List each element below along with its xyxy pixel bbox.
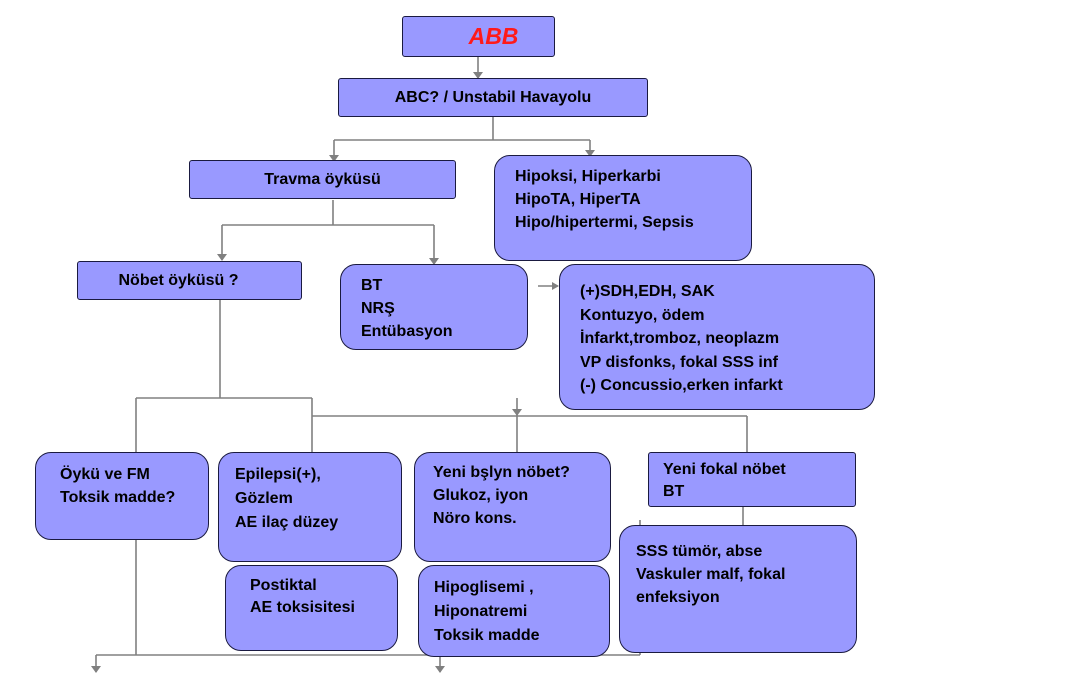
connector-abc-split bbox=[333, 117, 591, 160]
node-epilepsi-line-2: Gözlem bbox=[235, 490, 293, 507]
node-epilepsi: Epilepsi(+), Gözlem AE ilaç düzey bbox=[218, 452, 402, 562]
node-yeni-fokal: Yeni fokal nöbet BT bbox=[648, 452, 856, 507]
node-sdh-line-4: VP disfonks, fokal SSS inf bbox=[580, 353, 778, 371]
node-hipoksi: Hipoksi, Hiperkarbi HipoTA, HiperTA Hipo… bbox=[494, 155, 752, 261]
node-epilepsi-line-3: AE ilaç düzey bbox=[235, 514, 339, 531]
node-abb: ABB bbox=[402, 16, 555, 57]
node-abb-line: ABB bbox=[468, 23, 519, 49]
node-postiktal-line-1: Postiktal bbox=[250, 577, 317, 594]
arrowhead-bt bbox=[429, 258, 439, 265]
arrowhead-main-split bbox=[512, 409, 522, 416]
node-epilepsi-line-1: Epilepsi(+), bbox=[235, 466, 321, 483]
node-sdh: (+)SDH,EDH, SAK Kontuzyo, ödem İnfarkt,t… bbox=[559, 264, 875, 410]
node-sss-line-1: SSS tümör, abse bbox=[636, 543, 763, 560]
node-hipoksi-line-2: HipoTA, HiperTA bbox=[515, 191, 641, 208]
node-sdh-line-1: (+)SDH,EDH, SAK bbox=[580, 283, 715, 300]
node-travma-line: Travma öyküsü bbox=[264, 171, 381, 188]
node-yeni-bslyn-line-1: Yeni bşlyn nöbet? bbox=[433, 464, 570, 481]
arrowhead-hipoksi bbox=[585, 150, 595, 157]
node-yeni-fokal-line-1: Yeni fokal nöbet bbox=[663, 461, 786, 478]
node-hipoksi-line-3: Hipo/hipertermi, Sepsis bbox=[515, 214, 694, 231]
node-bt-line-3: Entübasyon bbox=[361, 323, 453, 340]
node-oyku: Öykü ve FM Toksik madde? bbox=[35, 452, 209, 540]
node-bt: BT NRŞ Entübasyon bbox=[340, 264, 528, 350]
node-hipoglisemi-line-2: Hiponatremi bbox=[434, 603, 528, 620]
arrowhead-travma bbox=[329, 155, 339, 162]
node-postiktal: Postiktal AE toksisitesi bbox=[225, 565, 398, 651]
node-abc-line: ABC? / Unstabil Havayolu bbox=[394, 89, 592, 106]
connector-travma-split bbox=[221, 200, 435, 264]
node-hipoglisemi-line-1: Hipoglisemi , bbox=[434, 579, 534, 596]
node-nobet: Nöbet öyküsü ? bbox=[77, 261, 302, 300]
arrowhead-abc bbox=[473, 72, 483, 79]
node-yeni-fokal-line-2: BT bbox=[663, 483, 685, 500]
node-postiktal-line-2: AE toksisitesi bbox=[250, 599, 355, 616]
arrowhead-sdh bbox=[552, 282, 559, 290]
node-oyku-line-2: Toksik madde? bbox=[60, 489, 176, 506]
node-bt-line-1: BT bbox=[361, 277, 383, 294]
node-abc: ABC? / Unstabil Havayolu bbox=[338, 78, 648, 117]
node-hipoglisemi: Hipoglisemi , Hiponatremi Toksik madde bbox=[418, 565, 610, 657]
node-hipoksi-line-1: Hipoksi, Hiperkarbi bbox=[515, 168, 661, 185]
node-sss-line-2: Vaskuler malf, fokal bbox=[636, 566, 786, 583]
connector-nobet-down bbox=[135, 300, 312, 452]
node-sss: SSS tümör, abse Vaskuler malf, fokal enf… bbox=[619, 525, 857, 653]
node-yeni-bslyn: Yeni bşlyn nöbet? Glukoz, iyon Nöro kons… bbox=[414, 452, 611, 562]
node-hipoglisemi-line-3: Toksik madde bbox=[434, 627, 540, 644]
node-oyku-line-1: Öykü ve FM bbox=[60, 466, 150, 483]
node-sdh-line-5: (-) Concussio,erken infarkt bbox=[580, 377, 783, 394]
node-nobet-line: Nöbet öyküsü ? bbox=[118, 272, 239, 289]
node-yeni-bslyn-line-2: Glukoz, iyon bbox=[433, 487, 529, 504]
arrowhead-nobet bbox=[217, 254, 227, 261]
connector-bottom bbox=[95, 520, 641, 672]
node-sdh-line-3: İnfarkt,tromboz, neoplazm bbox=[580, 330, 780, 347]
node-sss-line-3: enfeksiyon bbox=[636, 589, 720, 606]
node-sdh-line-2: Kontuzyo, ödem bbox=[580, 306, 705, 324]
arrowhead-bottom-mid bbox=[435, 666, 445, 673]
connector-main-split bbox=[311, 398, 748, 452]
arrowhead-bottom-left bbox=[91, 666, 101, 673]
node-bt-line-2: NRŞ bbox=[361, 300, 395, 317]
node-travma: Travma öyküsü bbox=[189, 160, 456, 199]
node-yeni-bslyn-line-3: Nöro kons. bbox=[433, 510, 517, 527]
